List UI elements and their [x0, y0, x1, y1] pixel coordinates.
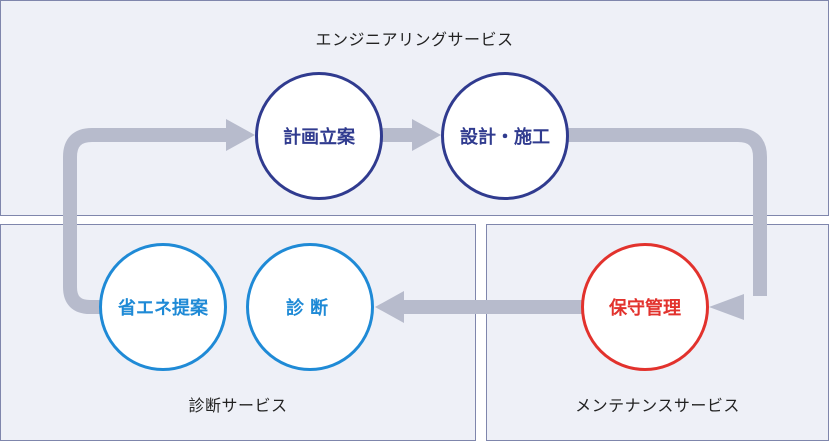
loop-arrowhead	[226, 119, 255, 151]
design-construction-node: 設計・施工	[441, 72, 569, 200]
energy-saving-node: 省エネ提案	[99, 243, 227, 371]
plan-to-design-arrowhead	[412, 119, 441, 151]
diagnosis-panel-label: 診断サービス	[188, 396, 288, 415]
maintenance-node: 保守管理	[581, 243, 709, 371]
diagnosis-panel	[0, 224, 476, 441]
design-to-maintenance-arrow-line	[568, 128, 767, 296]
planning-node: 計画立案	[255, 72, 383, 200]
maintenance-panel-label: メンテナンスサービス	[575, 396, 740, 415]
loop-arrow-line	[63, 128, 228, 314]
diagnosis-node: 診断	[246, 243, 374, 371]
engineering-panel	[0, 0, 829, 216]
maintenance-to-diagnosis-arrow-line	[400, 300, 583, 314]
engineering-panel-label: エンジニアリングサービス	[315, 30, 514, 49]
maintenance-to-diagnosis-arrowhead	[375, 291, 404, 323]
design-to-maintenance-arrowhead	[709, 294, 744, 320]
plan-to-design-arrow-line	[382, 128, 416, 142]
